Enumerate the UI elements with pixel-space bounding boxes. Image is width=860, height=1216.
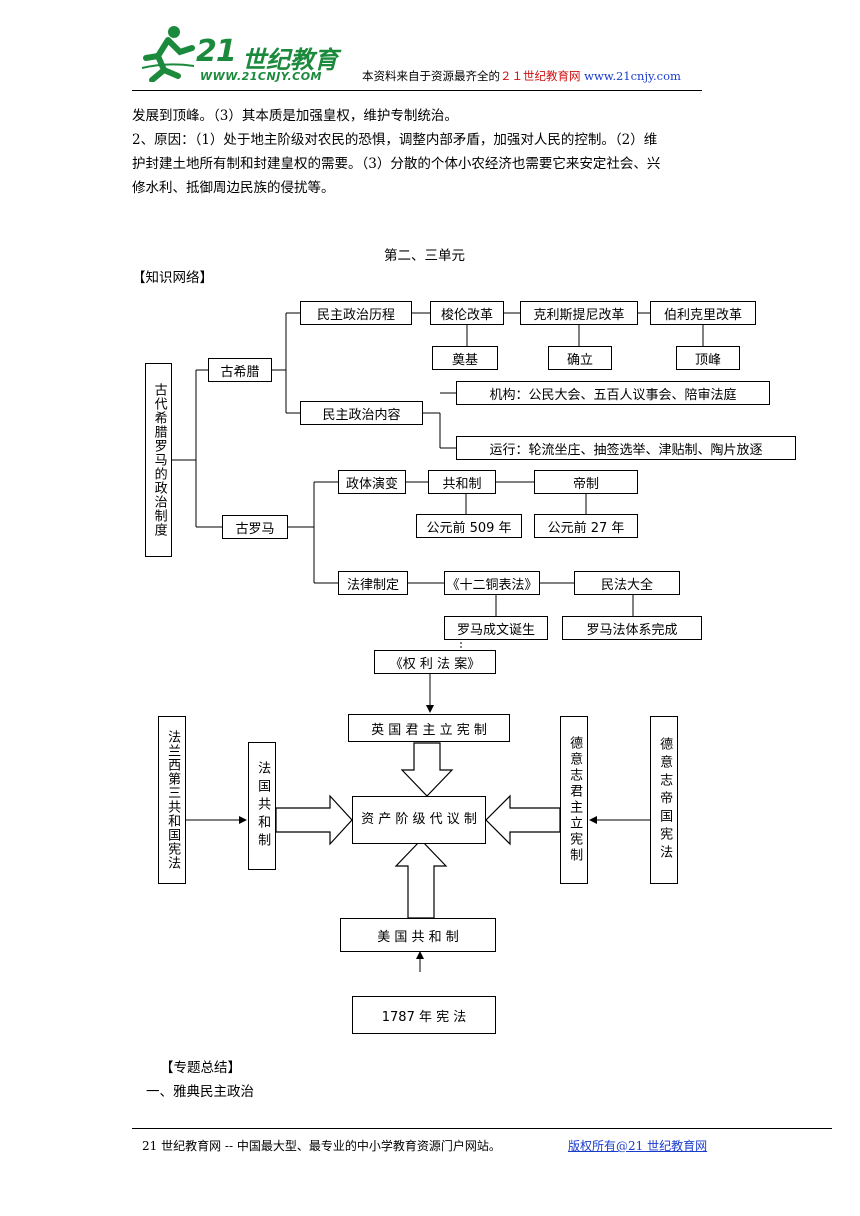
peak-box: 顶峰	[676, 346, 740, 370]
empire-box: 帝制	[534, 470, 638, 494]
pericles-box: 伯利克里改革	[650, 301, 756, 325]
summary-item: 一、雅典民主政治	[146, 1084, 254, 1100]
body-line-4: 修水利、抵御周边民族的侵扰等。	[132, 180, 335, 196]
polity-box: 政体演变	[338, 470, 406, 494]
runner-logo-icon	[141, 26, 195, 82]
body-line-2: 2、原因：（1）处于地主阶级对农民的恐惧，调整内部矛盾，加强对人民的控制。（2）…	[132, 132, 658, 148]
operation-box: 运行：轮流坐庄、抽签选举、津贴制、陶片放逐	[456, 436, 796, 460]
logo-url: WWW.21CNJY.COM	[200, 70, 322, 83]
unit-title: 第二、三单元	[384, 248, 465, 264]
const-1787-box: 1787 年 宪 法	[352, 996, 496, 1034]
foundation-box: 奠基	[432, 346, 498, 370]
republic-box: 共和制	[428, 470, 496, 494]
logo-number: 21	[196, 34, 237, 69]
democracy-process-box: 民主政治历程	[300, 301, 412, 325]
france-const-label: 法兰西第三共和国宪法	[165, 730, 181, 870]
footer-divider	[132, 1128, 832, 1129]
summary-heading: 【专题总结】	[160, 1060, 241, 1076]
bc509-box: 公元前 509 年	[416, 514, 522, 538]
uk-box: 英 国 君 主 立 宪 制	[348, 714, 510, 742]
body-line-3: 护封建土地所有制和封建皇权的需要。（3）分散的个体小农经济也需要它来安定社会、兴	[132, 156, 661, 172]
france-republic-label: 法国共和制	[255, 761, 271, 851]
law-system-box: 罗马法体系完成	[562, 616, 702, 640]
france-const-box: 法兰西第三共和国宪法	[158, 716, 186, 884]
root-box: 古代希腊罗马的政治制度	[145, 363, 172, 557]
usa-box: 美 国 共 和 制	[340, 918, 496, 952]
header-note: 本资料来自于资源最齐全的２１世纪教育网 www.21cnjy.com	[362, 68, 681, 84]
france-republic-box: 法国共和制	[248, 742, 276, 870]
cleisthenes-box: 克利斯提尼改革	[520, 301, 638, 325]
germany-const-box: 德意志帝国宪法	[650, 716, 678, 884]
institution-box: 机构：公民大会、五百人议事会、陪审法庭	[456, 381, 770, 405]
germany-monarchy-box: 德意志君主立宪制	[560, 716, 588, 884]
header-divider	[132, 90, 702, 91]
logo-name: 世纪教育	[242, 46, 338, 74]
establish-box: 确立	[548, 346, 612, 370]
written-law-box: 罗马成文诞生	[444, 616, 548, 640]
law-box: 法律制定	[338, 571, 408, 595]
civil-code-box: 民法大全	[574, 571, 680, 595]
header-url-link[interactable]: www.21cnjy.com	[584, 69, 681, 83]
democracy-content-box: 民主政治内容	[300, 401, 423, 425]
center-box: 资 产 阶 级 代 议 制	[352, 796, 486, 844]
germany-const-label: 德意志帝国宪法	[657, 737, 673, 863]
twelve-tables-box: 《十二铜表法》	[444, 571, 540, 595]
header-note-prefix: 本资料来自于资源最齐全的	[362, 69, 500, 83]
footer-text: 21 世纪教育网 -- 中国最大型、最专业的中小学教育资源门户网站。	[142, 1139, 501, 1153]
body-line-1: 发展到顶峰。（3）其本质是加强皇权，维护专制统治。	[132, 108, 458, 124]
germany-monarchy-label: 德意志君主立宪制	[567, 736, 583, 864]
network-heading: 【知识网络】	[132, 270, 213, 286]
root-label: 古代希腊罗马的政治制度	[151, 383, 167, 537]
header-site-link[interactable]: ２１世纪教育网	[500, 69, 581, 83]
solon-box: 梭伦改革	[430, 301, 504, 325]
bc27-box: 公元前 27 年	[534, 514, 638, 538]
greece-box: 古希腊	[208, 358, 272, 382]
footer-copyright-link[interactable]: 版权所有@21 世纪教育网	[568, 1139, 708, 1153]
bill-of-rights-box: 《权 利 法 案》	[374, 650, 496, 674]
rome-box: 古罗马	[222, 515, 288, 539]
site-logo: 21 世纪教育 WWW.21CNJY.COM	[138, 18, 338, 88]
